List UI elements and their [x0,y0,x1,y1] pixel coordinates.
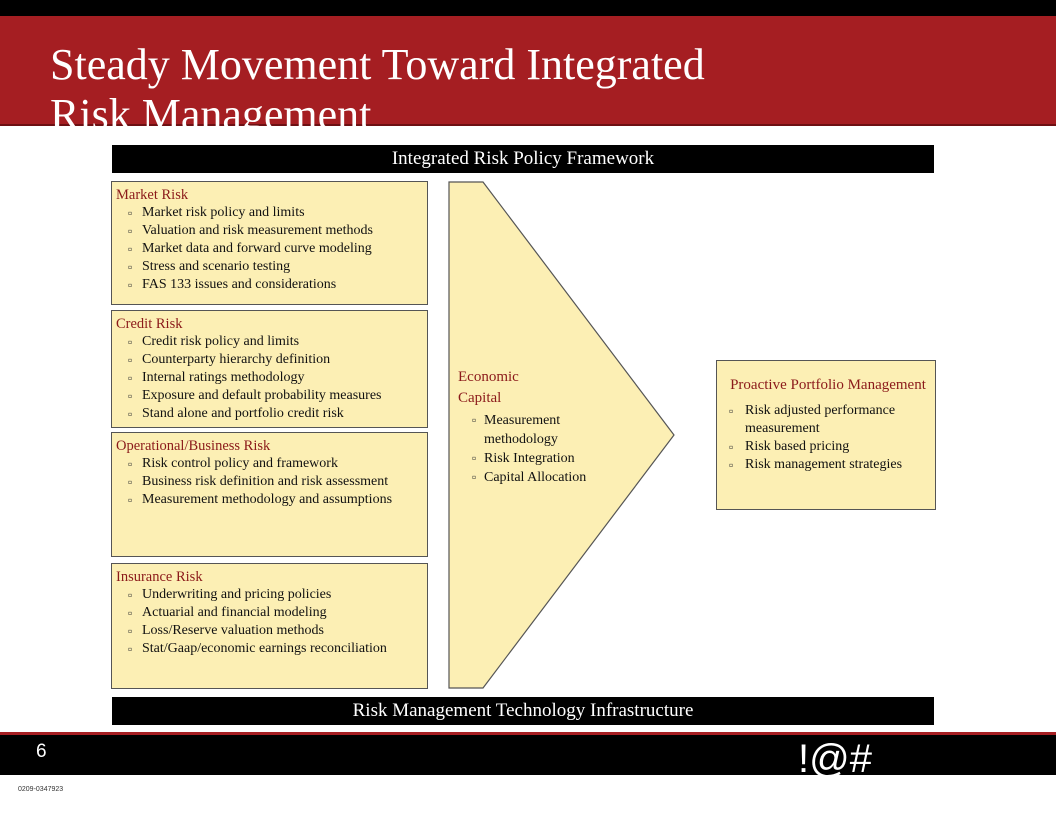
title-bar: Steady Movement Toward Integrated Risk M… [0,16,1056,139]
list-item: Risk adjusted performance measurement [727,402,929,438]
list-item: Actuarial and financial modeling [116,604,421,622]
list-item: Internal ratings methodology [116,369,421,387]
credit-risk-list: Credit risk policy and limits Counterpar… [116,333,421,423]
list-item: Underwriting and pricing policies [116,586,421,604]
operational-risk-box: Operational/Business Risk Risk control p… [111,432,428,557]
slide-title-line1: Steady Movement Toward Integrated [50,40,705,89]
list-item: Risk management strategies [727,456,929,474]
document-id: 0209-0347923 [18,786,64,793]
integrated-framework-banner: Integrated Risk Policy Framework [112,145,934,173]
insurance-risk-box: Insurance Risk Underwriting and pricing … [111,563,428,689]
list-item: Stat/Gaap/economic earnings reconciliati… [116,640,421,658]
credit-risk-box: Credit Risk Credit risk policy and limit… [111,310,428,428]
technology-infrastructure-banner: Risk Management Technology Infrastructur… [112,697,934,725]
economic-capital-list: Measurement methodology Risk Integration… [458,411,588,487]
insurance-risk-list: Underwriting and pricing policies Actuar… [116,586,421,658]
list-item: Loss/Reserve valuation methods [116,622,421,640]
list-item: Market risk policy and limits [116,204,421,222]
list-item: Stand alone and portfolio credit risk [116,405,421,423]
list-item: Exposure and default probability measure… [116,387,421,405]
list-item: Risk control policy and framework [116,455,421,473]
list-item: Capital Allocation [458,468,588,487]
operational-risk-list: Risk control policy and framework Busine… [116,455,421,509]
top-black-bar [0,0,1056,16]
list-item: Credit risk policy and limits [116,333,421,351]
market-risk-list: Market risk policy and limits Valuation … [116,204,421,294]
insurance-risk-title: Insurance Risk [116,569,203,585]
list-item: Risk based pricing [727,438,929,456]
list-item: Measurement methodology [458,411,588,449]
proactive-portfolio-box: Proactive Portfolio Management Risk adju… [716,360,936,510]
proactive-portfolio-list: Risk adjusted performance measurement Ri… [727,402,929,474]
list-item: Measurement methodology and assumptions [116,491,421,509]
list-item: Counterparty hierarchy definition [116,351,421,369]
proactive-portfolio-title: Proactive Portfolio Management [730,377,926,393]
market-risk-box: Market Risk Market risk policy and limit… [111,181,428,305]
operational-risk-title: Operational/Business Risk [116,438,271,454]
list-item: FAS 133 issues and considerations [116,276,421,294]
list-item: Stress and scenario testing [116,258,421,276]
list-item: Risk Integration [458,449,588,468]
company-logo: !@# [798,739,872,775]
economic-capital-title-line1: Economic [458,369,519,385]
list-item: Business risk definition and risk assess… [116,473,421,491]
slide-title-line2: Risk Management [50,90,372,139]
credit-risk-title: Credit Risk [116,316,183,332]
list-item: Market data and forward curve modeling [116,240,421,258]
market-risk-title: Market Risk [116,187,189,203]
page-number: 6 [36,741,47,762]
economic-capital-block: Economic Capital Measurement methodology… [458,367,588,487]
list-item: Valuation and risk measurement methods [116,222,421,240]
footer-bar: 6 !@# [0,732,1056,775]
economic-capital-title-line2: Capital [458,390,502,406]
slide-title: Steady Movement Toward Integrated Risk M… [50,40,705,140]
